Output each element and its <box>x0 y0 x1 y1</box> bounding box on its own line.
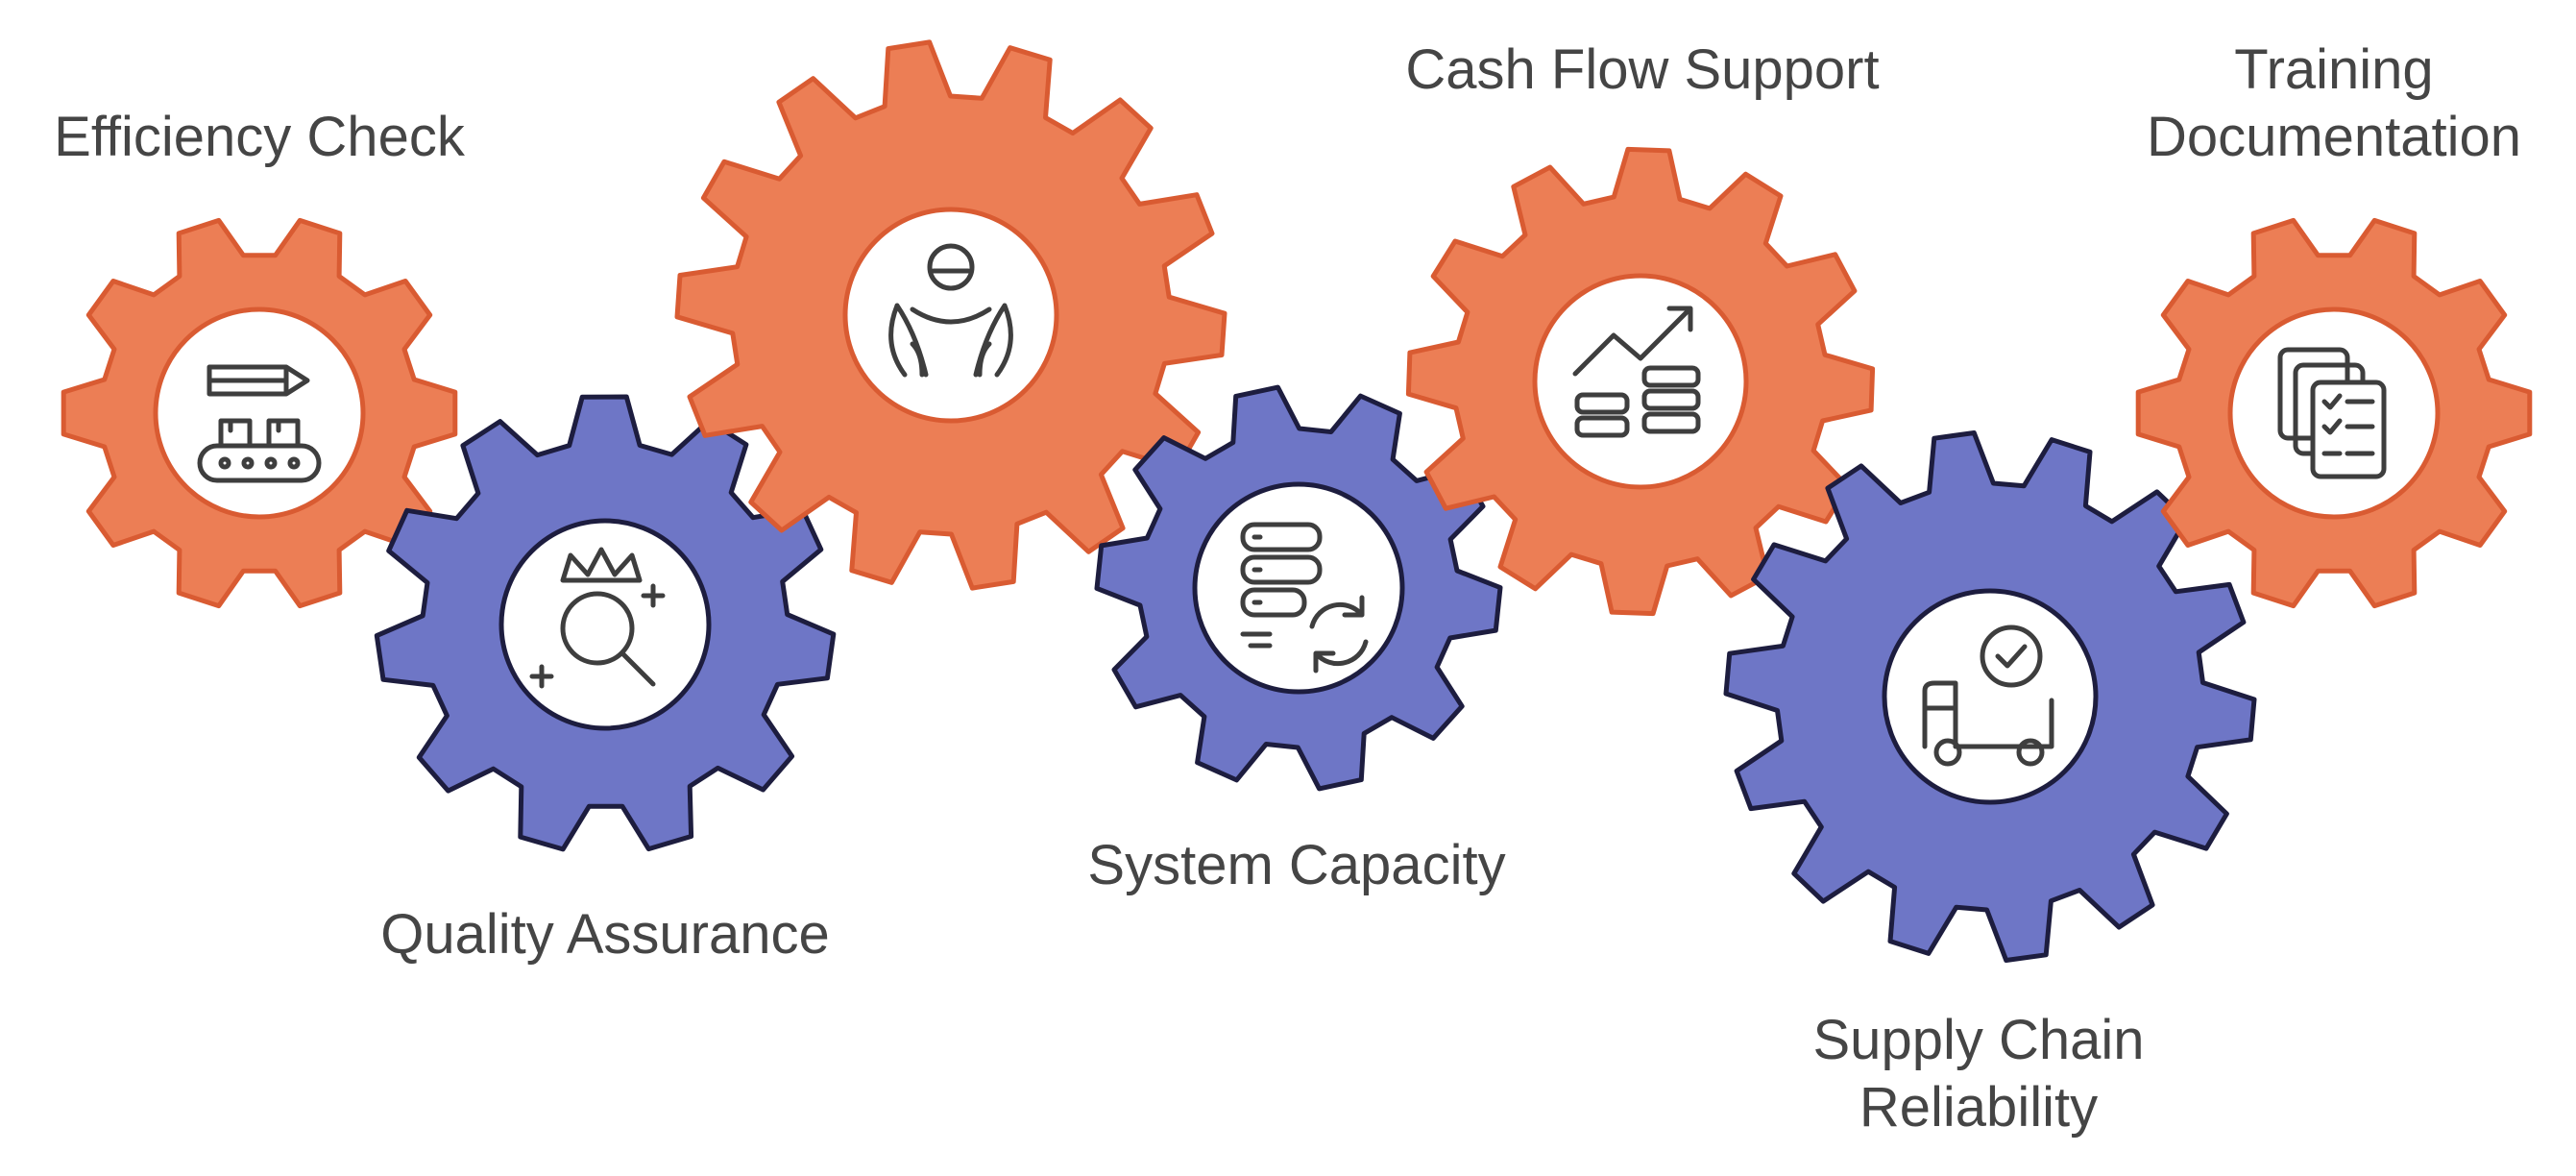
gear-1 <box>374 394 837 852</box>
gear-center <box>1532 273 1749 490</box>
documents-checklist-icon <box>2277 347 2387 479</box>
gear-center <box>153 306 366 520</box>
gear-3 <box>1094 384 1503 792</box>
label-supply-chain-reliability: Supply Chain Reliability <box>1812 1009 2145 1139</box>
quality-search-icon <box>529 547 666 689</box>
growth-coins-icon <box>1572 306 1701 438</box>
gear-4 <box>1405 146 1876 617</box>
label-system-capacity: System Capacity <box>1087 834 1506 896</box>
server-sync-icon <box>1240 522 1369 674</box>
gear-5 <box>1723 430 2257 963</box>
gear-center <box>1192 481 1405 695</box>
label-training-documentation: Training Documentation <box>2146 38 2522 168</box>
gear-center <box>1882 588 2099 805</box>
conveyor-belt-icon <box>197 364 322 483</box>
label-efficiency-check: Efficiency Check <box>54 106 465 168</box>
gear-0 <box>61 217 458 609</box>
label-cash-flow-support: Cash Flow Support <box>1405 38 1880 101</box>
gear-center <box>842 207 1059 424</box>
delivery-truck-check-icon <box>1922 625 2054 767</box>
gear-6 <box>2135 217 2533 609</box>
gear-2 <box>674 39 1227 591</box>
person-hands-icon <box>888 243 1013 378</box>
label-quality-assurance: Quality Assurance <box>380 903 830 966</box>
